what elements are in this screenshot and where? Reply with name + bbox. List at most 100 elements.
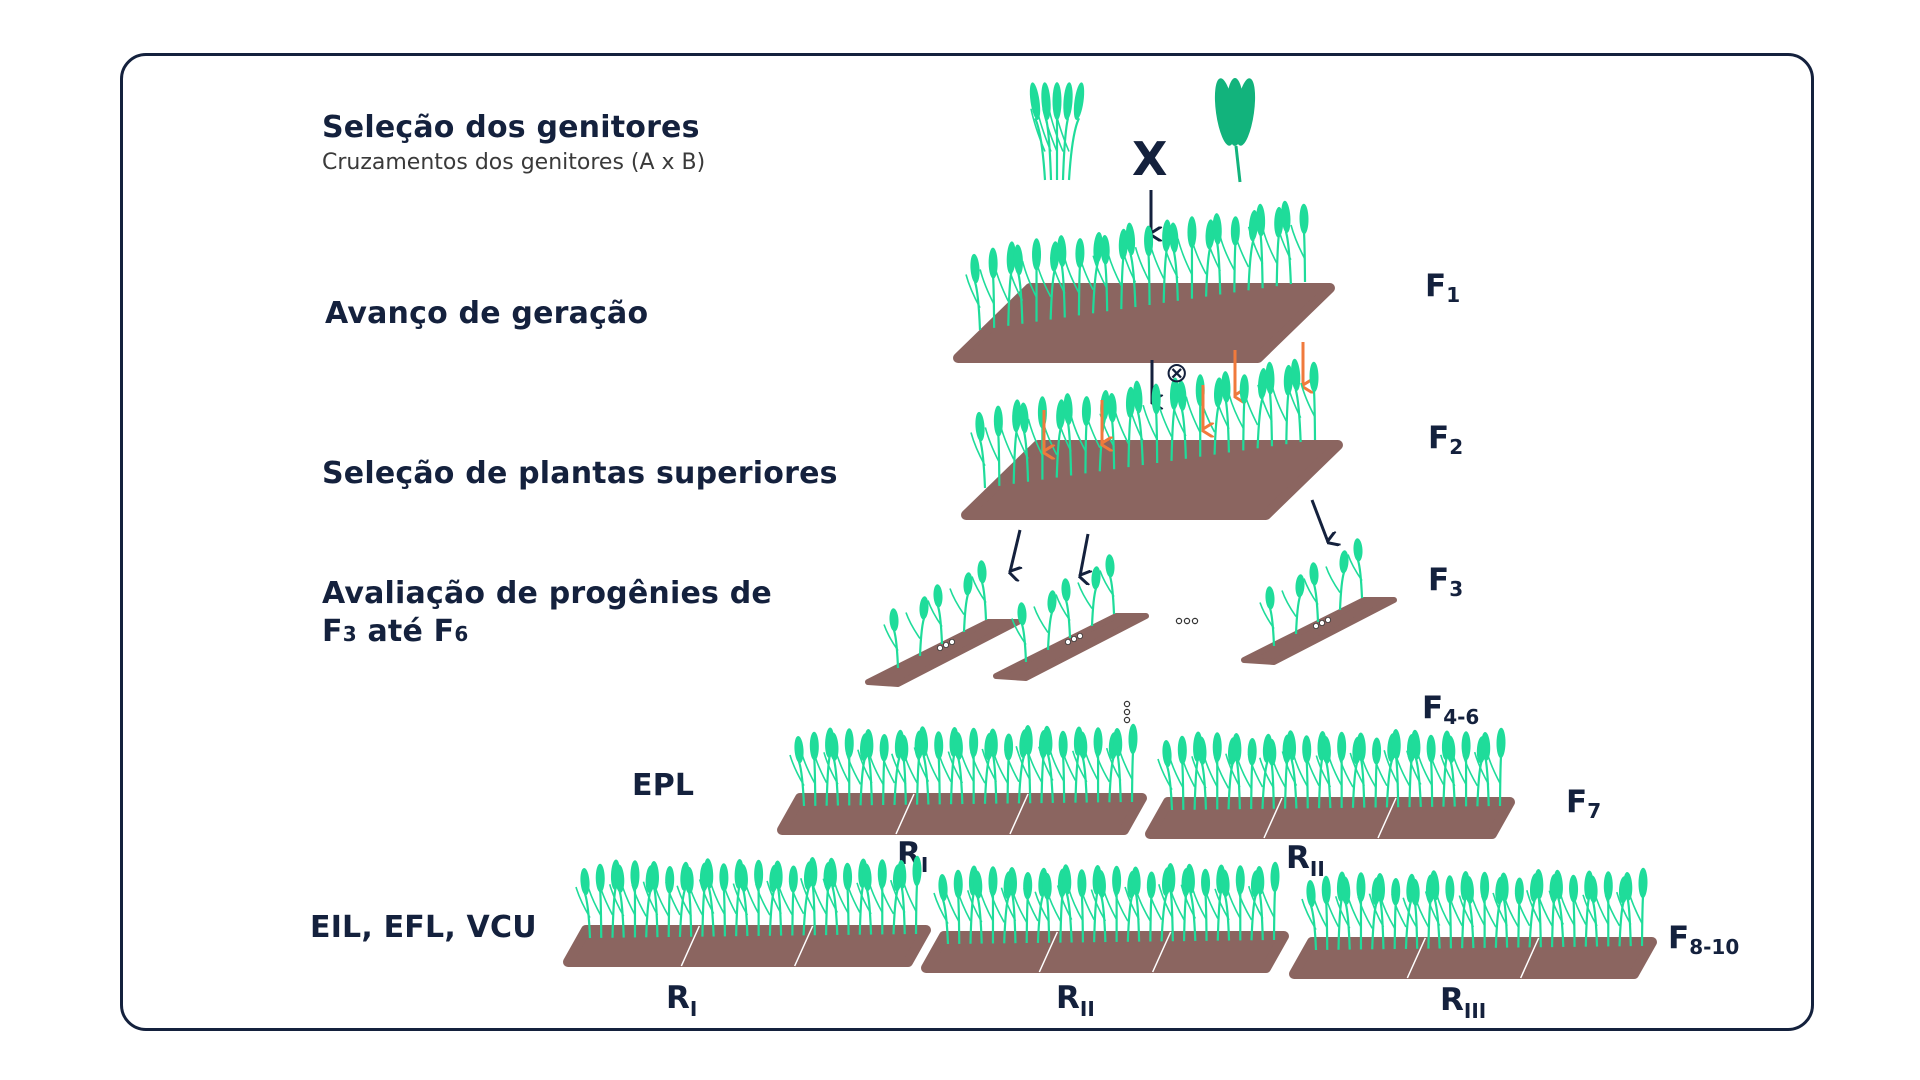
wheat-leaf: [1436, 894, 1452, 928]
wheat-leaf: [1394, 753, 1411, 787]
wheat-stem: [618, 891, 625, 938]
wheat-plant-icon: [789, 735, 806, 807]
wheat-leaf: [1021, 260, 1038, 298]
wheat-ear-icon: [1177, 735, 1187, 765]
wheat-stem: [1537, 897, 1542, 948]
wheat-ear-icon: [1232, 732, 1242, 763]
wheat-stem: [1064, 599, 1072, 639]
wheat-leaf: [1615, 891, 1632, 925]
wheat-leaf: [1148, 241, 1165, 279]
wheat-ear-icon: [1295, 574, 1305, 598]
wheat-stem: [1393, 904, 1397, 950]
wheat-stem: [1046, 898, 1051, 943]
ellipsis-icon: [1071, 636, 1078, 643]
wheat-stem: [1338, 571, 1346, 611]
wheat-leaf: [1627, 888, 1643, 924]
wheat-ear-icon: [1274, 206, 1284, 238]
wheat-leaf: [1383, 750, 1399, 785]
wheat-leaf: [1156, 399, 1173, 437]
wheat-ear-icon: [1286, 730, 1297, 761]
wheat-ear-icon: [580, 867, 590, 896]
wheat-plant-icon: [710, 863, 729, 937]
parent-plants: [1029, 78, 1256, 183]
wheat-stem: [1312, 583, 1320, 623]
wheat-leaf: [1064, 258, 1080, 294]
wheat-stem: [1003, 897, 1010, 944]
wheat-leaf: [1026, 749, 1043, 783]
wheat-plant-icon: [1347, 538, 1364, 599]
wheat-stem: [645, 891, 652, 938]
wheat-ear-icon: [993, 405, 1003, 437]
wheat-plant-icon: [978, 866, 998, 944]
wheat-plant-icon: [1124, 866, 1141, 942]
epl-plot-r1: [777, 723, 1147, 835]
wheat-ear-icon: [1081, 396, 1091, 427]
wheat-leaf: [1068, 888, 1084, 922]
wheat-leaf: [653, 885, 670, 917]
wheat-stem: [1503, 899, 1509, 948]
wheat-leaf: [1271, 386, 1288, 422]
wheat-stem: [1268, 607, 1276, 647]
wheat-leaf: [1000, 887, 1017, 922]
wheat-stem: [1046, 753, 1054, 804]
wheat-stem: [1223, 895, 1231, 941]
wheat-leaf: [1085, 411, 1101, 448]
wheat-ear-icon: [1177, 380, 1187, 411]
wheat-leaf: [984, 427, 1001, 463]
wheat-stem: [1325, 762, 1332, 809]
wheat-leaf: [1379, 897, 1396, 929]
wheat-stem: [1227, 763, 1234, 810]
wheat-plant-icon: [1180, 863, 1197, 942]
wheat-ear-icon: [1063, 82, 1073, 121]
wheat-leaf: [1214, 393, 1230, 430]
wheat-stem: [1126, 896, 1133, 942]
wheat-stem: [969, 894, 975, 944]
wheat-ear-icon: [754, 859, 764, 890]
wheat-ear-icon: [1299, 203, 1309, 235]
wheat-ear-icon: [1267, 738, 1277, 766]
progeny-row-3: [1241, 538, 1397, 665]
wheat-plant-icon: [984, 405, 1003, 486]
wheat-leaf: [1035, 262, 1052, 298]
wheat-leaf: [857, 749, 873, 784]
wheat-stem: [1285, 393, 1290, 445]
epl-plot-r2: [1145, 727, 1515, 839]
wheat-leaf: [1185, 396, 1201, 434]
plot-division: [1263, 797, 1283, 839]
plot-division: [680, 925, 701, 967]
generation-label-f8-10: F8-10: [1668, 920, 1739, 959]
wheat-leaf: [1213, 756, 1230, 789]
wheat-ear-icon: [864, 728, 874, 759]
wheat-ear-icon: [808, 856, 818, 888]
wheat-leaf: [1004, 749, 1020, 783]
wheat-plant-icon: [575, 867, 592, 939]
wheat-stem: [957, 758, 964, 805]
soil-plot: [1241, 597, 1397, 665]
wheat-leaf: [1276, 223, 1292, 261]
wheat-stem: [1302, 232, 1307, 283]
wheat-plant-icon: [1163, 222, 1179, 301]
wheat-leaf: [1120, 245, 1137, 283]
wheat-stem: [1557, 897, 1565, 948]
wheat-leaf: [924, 750, 941, 784]
wheat-plant-icon: [1099, 554, 1116, 615]
wheat-plant-icon: [1033, 590, 1057, 651]
wheat-ear-icon: [1353, 538, 1363, 562]
wheat-plant-icon: [1056, 393, 1073, 476]
wheat-plant-icon: [1077, 566, 1101, 627]
wheat-ear-shape: [1234, 78, 1256, 146]
wheat-ear-icon: [1162, 739, 1172, 768]
wheat-ear-icon: [1212, 732, 1222, 763]
wheat-ear-icon: [1281, 200, 1291, 234]
wheat-stem: [1468, 902, 1475, 949]
wheat-leaf: [1169, 887, 1185, 921]
wheat-stem: [1404, 901, 1412, 949]
wheat-plant-icon: [1368, 872, 1385, 950]
replicate-label-trial-r1: RI: [666, 980, 697, 1021]
wheat-ear-icon: [719, 863, 729, 892]
wheat-ear-icon: [988, 728, 998, 758]
wheat-stem: [1046, 611, 1054, 651]
rep-sub: I: [920, 853, 929, 877]
gen-sub: 8-10: [1689, 935, 1740, 959]
wheat-plant-icon: [891, 734, 909, 805]
